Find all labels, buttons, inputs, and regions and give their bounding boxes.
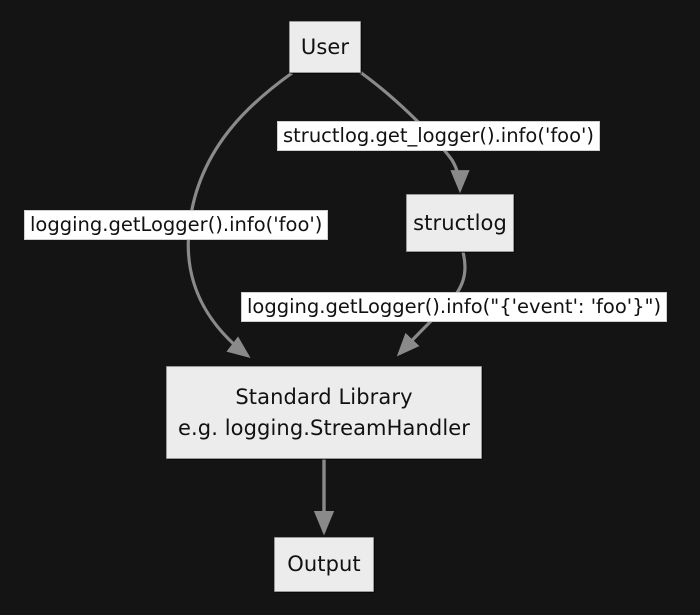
node-standard-library[interactable]: Standard Library e.g. logging.StreamHand… [166,366,482,459]
edge-label-structlog-to-stdlib: logging.getLogger().info("{'event': 'foo… [241,292,668,322]
edge-user-to-structlog-path [359,70,470,194]
node-output-label: Output [287,552,361,576]
node-structlog[interactable]: structlog [406,194,514,252]
edge-label-user-to-structlog: structlog.get_logger().info('foo') [277,121,601,151]
edge-label-user-to-stdlib: logging.getLogger().info('foo') [24,210,329,240]
node-user-label: User [300,34,350,59]
node-user[interactable]: User [289,21,361,73]
node-output[interactable]: Output [274,537,374,592]
node-standard-library-label-line1: Standard Library [235,384,413,409]
node-structlog-label: structlog [413,210,507,235]
node-standard-library-label-line2: e.g. logging.StreamHandler [177,415,471,440]
